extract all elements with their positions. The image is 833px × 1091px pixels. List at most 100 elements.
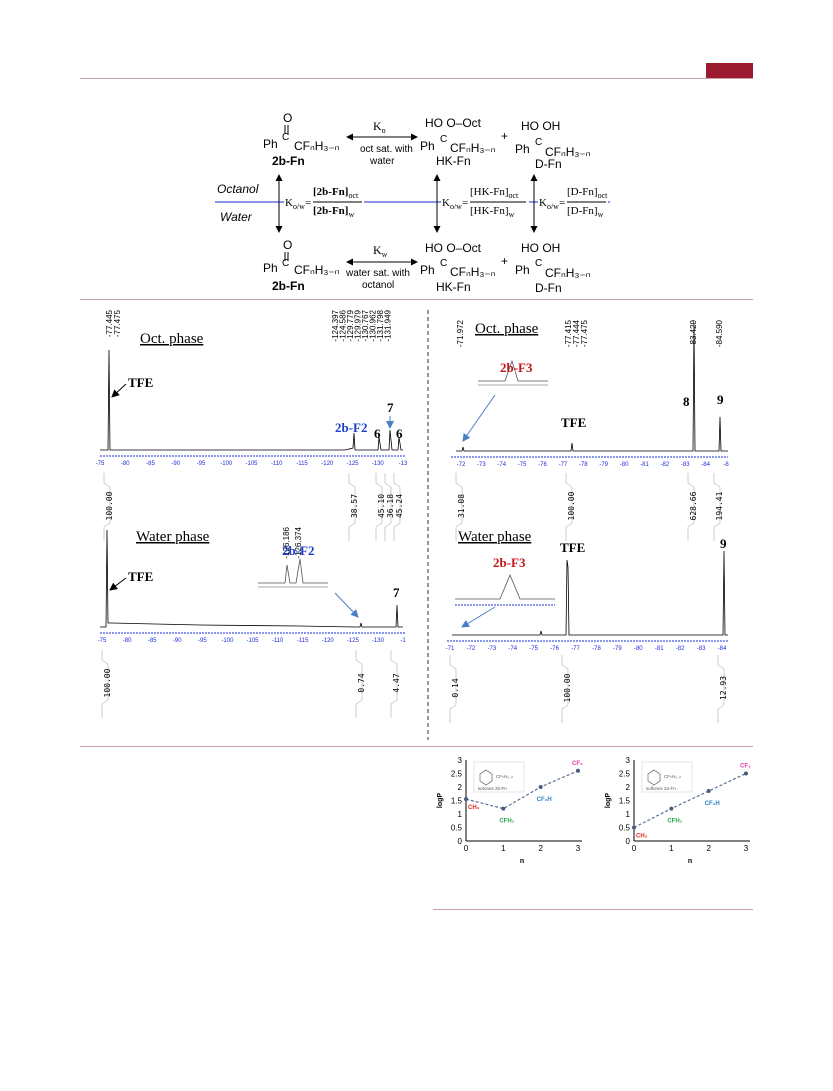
integral-value: 100.00 xyxy=(567,491,576,520)
axis-tick-label: -81 xyxy=(655,646,664,652)
svg-text:[HK-Fn]oct: [HK-Fn]oct xyxy=(470,186,519,200)
left-water-tfe: TFE xyxy=(128,569,153,584)
point-label: CH₃ xyxy=(468,805,480,811)
y-axis-label: logP xyxy=(437,793,444,808)
cond-bot-1: water sat. with xyxy=(345,268,410,279)
point-label: CF₃ xyxy=(740,764,751,770)
peak-label: -77.415 xyxy=(564,319,573,347)
k-o-label: Ko xyxy=(373,119,386,135)
axis-tick-label: -13 xyxy=(399,461,408,467)
cond-top-2: water xyxy=(369,156,395,167)
axis-tick-label: -82 xyxy=(676,646,685,652)
axis-tick-label: -84 xyxy=(701,462,710,468)
y-tick-label: 0 xyxy=(626,837,631,846)
axis-tick-label: -80 xyxy=(121,461,130,467)
integral-value: 0.14 xyxy=(451,678,460,697)
axis-tick-label: -83 xyxy=(697,646,706,652)
svg-text:Ph: Ph xyxy=(420,263,435,277)
svg-text:Ko/w=: Ko/w= xyxy=(539,197,565,211)
svg-text:CFₙH₃₋ₙ: CFₙH₃₋ₙ xyxy=(450,141,496,155)
phenyl-label: Ph xyxy=(263,137,278,151)
right-water-title: Water phase xyxy=(458,529,532,545)
left-oct-tfe: TFE xyxy=(128,375,153,390)
header-accent-tab xyxy=(706,63,753,78)
hemiketal-structure-bottom: HO O–Oct Ph C CFₙH₃₋ₙ HK-Fn + xyxy=(420,241,508,294)
integral-bracket xyxy=(348,473,356,541)
plus-sign: + xyxy=(501,129,508,143)
svg-text:C: C xyxy=(440,134,447,145)
chart-rule xyxy=(433,909,753,910)
axis-tick-label: -79 xyxy=(599,462,608,468)
axis-tick-label: -100 xyxy=(221,638,234,644)
y-tick-label: 2.5 xyxy=(619,770,631,779)
svg-text:Ko/w=: Ko/w= xyxy=(442,197,468,211)
oxygen-atom: O xyxy=(283,111,292,125)
axis-tick-label: -75 xyxy=(96,461,105,467)
x-tick-label: 0 xyxy=(464,844,469,853)
integral-bracket xyxy=(101,650,109,718)
y-tick-label: 3 xyxy=(626,756,631,765)
peak-label: -124.397 xyxy=(331,309,340,341)
integral-bracket xyxy=(103,473,111,541)
svg-text:HO OH: HO OH xyxy=(521,241,560,255)
axis-tick-label: -110 xyxy=(272,638,284,644)
axis-tick-label: -84 xyxy=(718,646,727,652)
axis-tick-label: -80 xyxy=(620,462,629,468)
axis-tick-label: -78 xyxy=(579,462,588,468)
hemiketal-structure-top: HO O–Oct Ph C CFₙH₃₋ₙ HK-Fn + xyxy=(420,116,508,168)
svg-text:D-Fn: D-Fn xyxy=(535,281,562,295)
x-axis-label: n xyxy=(688,858,692,865)
svg-text:[D-Fn]w: [D-Fn]w xyxy=(567,205,604,219)
y-tick-label: 3 xyxy=(458,756,463,765)
peak-label: -71.972 xyxy=(456,319,465,347)
integral-value: 38.57 xyxy=(350,494,359,518)
svg-text:[D-Fn]oct: [D-Fn]oct xyxy=(567,186,608,200)
point-label: CH₃ xyxy=(636,834,648,840)
integral-bracket xyxy=(384,473,392,541)
spectrum-right-water: Water phase 2b-F3 TFE 9 -71-72-73-74-75-… xyxy=(446,529,728,723)
svg-text:C: C xyxy=(535,137,542,148)
point-label: CF₃ xyxy=(572,761,583,767)
axis-tick-label: -120 xyxy=(322,638,335,644)
left-water-title: Water phase xyxy=(136,529,210,545)
axis-tick-label: -95 xyxy=(198,638,207,644)
integral-value: 628.66 xyxy=(689,491,698,520)
x-axis-label: n xyxy=(520,858,524,865)
svg-text:[2b-Fn]oct: [2b-Fn]oct xyxy=(313,186,359,200)
integral-bracket xyxy=(717,655,725,723)
spectrum-right-oct: Oct. phase -71.972-77.415-77.444-77.475-… xyxy=(451,319,729,541)
left-oct-title: Oct. phase xyxy=(140,331,204,347)
svg-text:O: O xyxy=(283,238,292,252)
axis-tick-label: -125 xyxy=(347,638,360,644)
series-line xyxy=(633,772,747,829)
peak-label: -77.444 xyxy=(572,319,581,347)
axis-tick-label: -76 xyxy=(538,462,547,468)
peak-label: -77.475 xyxy=(113,309,122,337)
equation-diol: Ko/w= [D-Fn]oct [D-Fn]w xyxy=(538,185,608,219)
peak-label: -126.186 xyxy=(282,526,291,558)
integral-value: 36.18 xyxy=(386,494,395,518)
data-point xyxy=(744,771,748,776)
peak-label: -131.949 xyxy=(384,309,393,341)
hk-substituents: HO O–Oct xyxy=(425,116,482,130)
integral-value: 4.47 xyxy=(392,673,401,692)
integral-bracket xyxy=(455,473,463,541)
svg-text:CFₙH₃₋ₙ: CFₙH₃₋ₙ xyxy=(545,145,591,159)
svg-text:C: C xyxy=(282,258,289,269)
x-tick-label: 1 xyxy=(669,844,674,853)
peak-label: -130.962 xyxy=(369,309,378,341)
y-tick-label: 0.5 xyxy=(451,824,463,833)
nmr-spectra: Oct. phase -77.445-77.475 -124.397-124.5… xyxy=(96,309,729,740)
axis-tick-label: -73 xyxy=(488,646,497,652)
y-tick-label: 1.5 xyxy=(619,797,631,806)
svg-text:7: 7 xyxy=(393,585,400,600)
right-water-tfe: TFE xyxy=(560,540,585,555)
section-rule-2 xyxy=(80,746,753,747)
point-label: CF₂H xyxy=(705,801,720,807)
peak-label: -131.798 xyxy=(376,309,385,341)
data-point xyxy=(576,768,580,773)
y-tick-label: 2 xyxy=(626,783,631,792)
benzene-ring-icon xyxy=(479,769,493,786)
